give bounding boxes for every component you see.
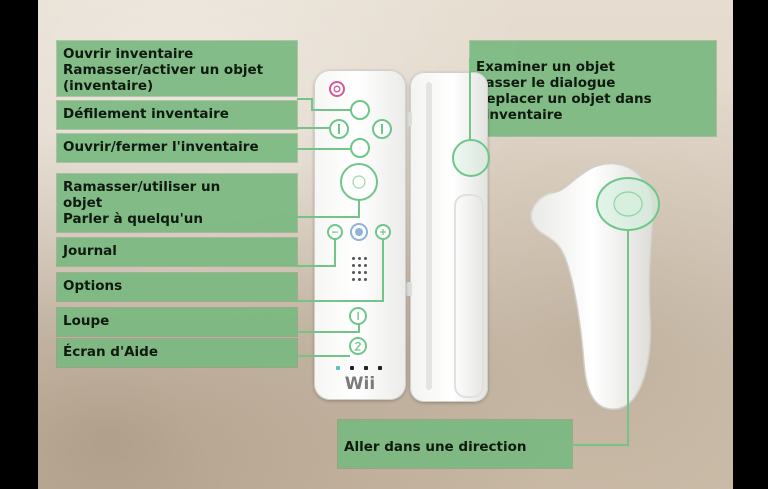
label-line: objet — [63, 195, 103, 211]
label-line: Journal — [63, 243, 117, 259]
label-line: Ramasser/utiliser un — [63, 179, 221, 195]
power-icon — [333, 85, 341, 93]
label-magnifier: Loupe — [57, 308, 297, 336]
minus-button[interactable] — [327, 224, 343, 240]
player-led — [350, 366, 354, 370]
label-options: Options — [57, 273, 297, 301]
one-icon — [357, 312, 359, 320]
label-open-inventory: Ouvrir inventaire Ramasser/activer un ob… — [57, 41, 297, 96]
label-line: Ouvrir/fermer l'inventaire — [63, 139, 259, 155]
dpad-right-button[interactable] — [372, 119, 392, 139]
dpad-right-icon — [381, 124, 383, 134]
speaker-hole — [364, 278, 367, 281]
speaker-hole — [352, 257, 355, 260]
connector-line — [311, 98, 313, 110]
connector-line — [297, 355, 350, 357]
label-scroll-inventory: Défilement inventaire — [57, 101, 297, 129]
home-button[interactable] — [350, 223, 368, 241]
connector-line — [358, 324, 360, 333]
label-line: Passer le dialogue — [476, 75, 616, 91]
power-button[interactable] — [329, 81, 345, 97]
wii-remote-side-view — [406, 72, 488, 402]
minus-icon — [332, 231, 338, 233]
plus-button[interactable] — [375, 224, 391, 240]
label-toggle-inventory: Ouvrir/fermer l'inventaire — [57, 134, 297, 162]
speaker-hole — [364, 257, 367, 260]
plus-icon — [380, 229, 386, 235]
connector-line — [297, 98, 312, 100]
label-examine: Examiner un objet Passer le dialogue Rep… — [470, 41, 716, 136]
analog-stick-icon — [613, 191, 643, 217]
a-button-icon — [352, 175, 366, 189]
label-line: Défilement inventaire — [63, 106, 229, 122]
label-line: Replacer un objet dans — [476, 91, 652, 107]
label-line: Options — [63, 278, 123, 294]
remote-side-trigger-area — [454, 194, 484, 398]
connector-line — [297, 127, 330, 129]
connector-line — [627, 230, 629, 446]
label-help-screen: Écran d'Aide — [57, 339, 297, 367]
label-pickup-talk: Ramasser/utiliser un objet Parler à quel… — [57, 174, 297, 232]
analog-stick[interactable] — [596, 177, 660, 231]
two-icon — [354, 341, 362, 351]
connector-line — [297, 265, 335, 267]
dpad-down-button[interactable] — [350, 138, 370, 158]
label-line: Écran d'Aide — [63, 344, 158, 360]
connector-line — [297, 331, 359, 333]
dpad-left-icon — [338, 124, 340, 134]
label-move: Aller dans une direction — [338, 420, 572, 468]
speaker-hole — [352, 278, 355, 281]
label-line: (inventaire) — [63, 78, 154, 94]
speaker-hole — [364, 271, 367, 274]
speaker-hole — [358, 278, 361, 281]
speaker-hole — [358, 271, 361, 274]
label-line: Ramasser/activer un objet — [63, 62, 264, 78]
speaker-hole — [352, 264, 355, 267]
connector-line — [297, 216, 359, 218]
connector-line — [358, 200, 360, 218]
speaker-hole — [358, 264, 361, 267]
label-line: Aller dans une direction — [344, 439, 527, 455]
speaker-hole — [364, 264, 367, 267]
speaker-hole — [358, 257, 361, 260]
one-button[interactable] — [349, 307, 367, 325]
b-trigger-button[interactable] — [452, 139, 490, 177]
label-journal: Journal — [57, 238, 297, 266]
two-button[interactable] — [349, 337, 367, 355]
label-line: Parler à quelqu'un — [63, 211, 203, 227]
connector-line — [297, 148, 350, 150]
wii-logo: Wii — [344, 374, 376, 394]
connector-line — [311, 109, 351, 111]
home-icon — [355, 228, 363, 236]
player-led — [364, 366, 368, 370]
dpad-left-button[interactable] — [329, 119, 349, 139]
connector-line — [334, 239, 336, 267]
player-led — [378, 366, 382, 370]
a-button[interactable] — [340, 163, 378, 201]
label-line: Ouvrir inventaire — [63, 46, 194, 62]
connector-line — [469, 58, 471, 140]
remote-side-notch — [406, 112, 412, 126]
nunchuk-grip-edge — [530, 192, 565, 256]
connector-line — [572, 444, 628, 446]
label-line: Examiner un objet — [476, 59, 615, 75]
connector-line — [382, 239, 384, 302]
player-led — [336, 366, 340, 370]
speaker-hole — [352, 271, 355, 274]
remote-side-notch — [406, 282, 412, 296]
label-line: Loupe — [63, 313, 110, 329]
connector-line — [297, 300, 383, 302]
remote-side-ridge — [426, 82, 432, 390]
label-line: l'inventaire — [476, 107, 563, 123]
speaker-grille — [352, 257, 368, 287]
dpad-up-button[interactable] — [350, 100, 370, 120]
